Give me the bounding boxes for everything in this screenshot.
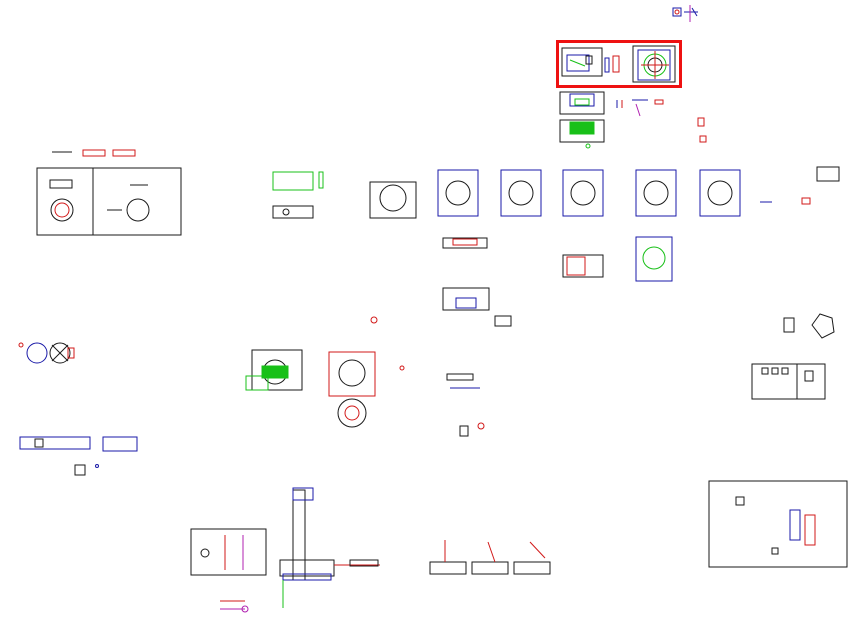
selection-highlight-box[interactable]: [556, 40, 682, 88]
arm-swing-positions[interactable]: [429, 540, 551, 575]
fastener-parts[interactable]: [399, 365, 485, 437]
selected-assembly-drawing[interactable]: [561, 45, 676, 83]
round-housing-section-views[interactable]: [18, 342, 75, 364]
right-bottom-detail-sheet[interactable]: [708, 480, 848, 568]
left-title-block-sheet[interactable]: [36, 149, 182, 236]
right-mid-parts-table[interactable]: [751, 363, 826, 400]
motor-mount-section-views[interactable]: [369, 169, 741, 282]
clamp-detail-sheet[interactable]: [190, 528, 267, 613]
left-beam-views[interactable]: [19, 436, 138, 476]
lifting-column-assembly[interactable]: [279, 487, 380, 608]
base-plate-views[interactable]: [442, 237, 604, 327]
upper-middle-parts[interactable]: [272, 171, 324, 219]
right-side-parts[interactable]: [760, 166, 840, 339]
center-housing-views[interactable]: [245, 316, 378, 428]
top-right-part-detail[interactable]: [672, 5, 698, 22]
stacked-front-views[interactable]: [559, 91, 707, 149]
